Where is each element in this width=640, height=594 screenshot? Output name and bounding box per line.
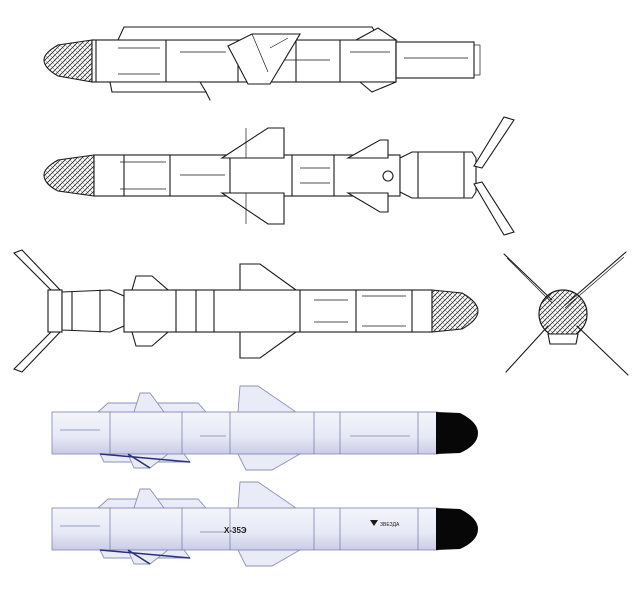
bottom-view-wing-down [239,331,298,359]
bottom-view-rear-fin-up [13,249,64,295]
front-view-fin-se [576,325,629,376]
bottom-view-rear-fin-down [13,327,64,373]
side-view-radome [43,39,93,83]
bottom-view-tail-up [131,275,170,291]
marked-profile-tail-fin [133,488,165,509]
top-view-tail-right [345,192,389,213]
color-profile-missile [51,385,478,471]
side-view-engine-section [395,41,475,79]
front-view-missile [503,251,629,376]
side-view-wing [227,33,301,85]
top-view-fuselage [93,154,401,197]
bottom-view-tail-down [131,331,170,347]
color-profile-tail-fin [133,392,165,413]
top-view-missile [43,116,515,236]
color-profile-lower-wing [237,453,302,471]
top-view-rear-fin-up [473,116,515,169]
bottom-view-missile [13,249,479,373]
top-view-engine-section [399,151,477,199]
top-view-rear-fin-down [473,181,515,236]
bottom-view-fuselage [123,289,433,333]
bottom-view-tail-cone [47,289,63,333]
bottom-view-engine-section [61,289,125,333]
top-view-radome [43,154,95,197]
side-view-lower-fin [358,81,397,93]
front-view-intake [547,333,579,345]
top-view-wing-right [220,192,285,225]
front-view-fin-nw [503,253,553,301]
top-view-wing-left [220,127,285,159]
color-profile-wing [237,385,298,413]
side-view-missile [43,26,481,101]
color-profile-marked-missile: X-35Э ЗВЕЗДА [51,481,478,567]
bottom-view-radome [431,289,479,333]
side-view-intake [109,81,207,93]
designation-marking: X-35Э [224,526,247,535]
top-view-engine-port [382,170,394,182]
side-view-upper-fin [355,27,398,41]
color-profile-nose [436,412,478,454]
marked-profile-lower-wing [237,549,302,567]
front-view-fin-sw [505,325,549,373]
top-view-tail-left [345,139,389,159]
front-view-body [538,289,588,339]
bottom-view-wing-up [239,263,298,291]
svg-text:ЗВЕЗДА: ЗВЕЗДА [380,522,400,528]
manufacturer-logo: ЗВЕЗДА [370,520,400,528]
marked-profile-wing [237,481,298,509]
marked-profile-nose [436,508,478,550]
